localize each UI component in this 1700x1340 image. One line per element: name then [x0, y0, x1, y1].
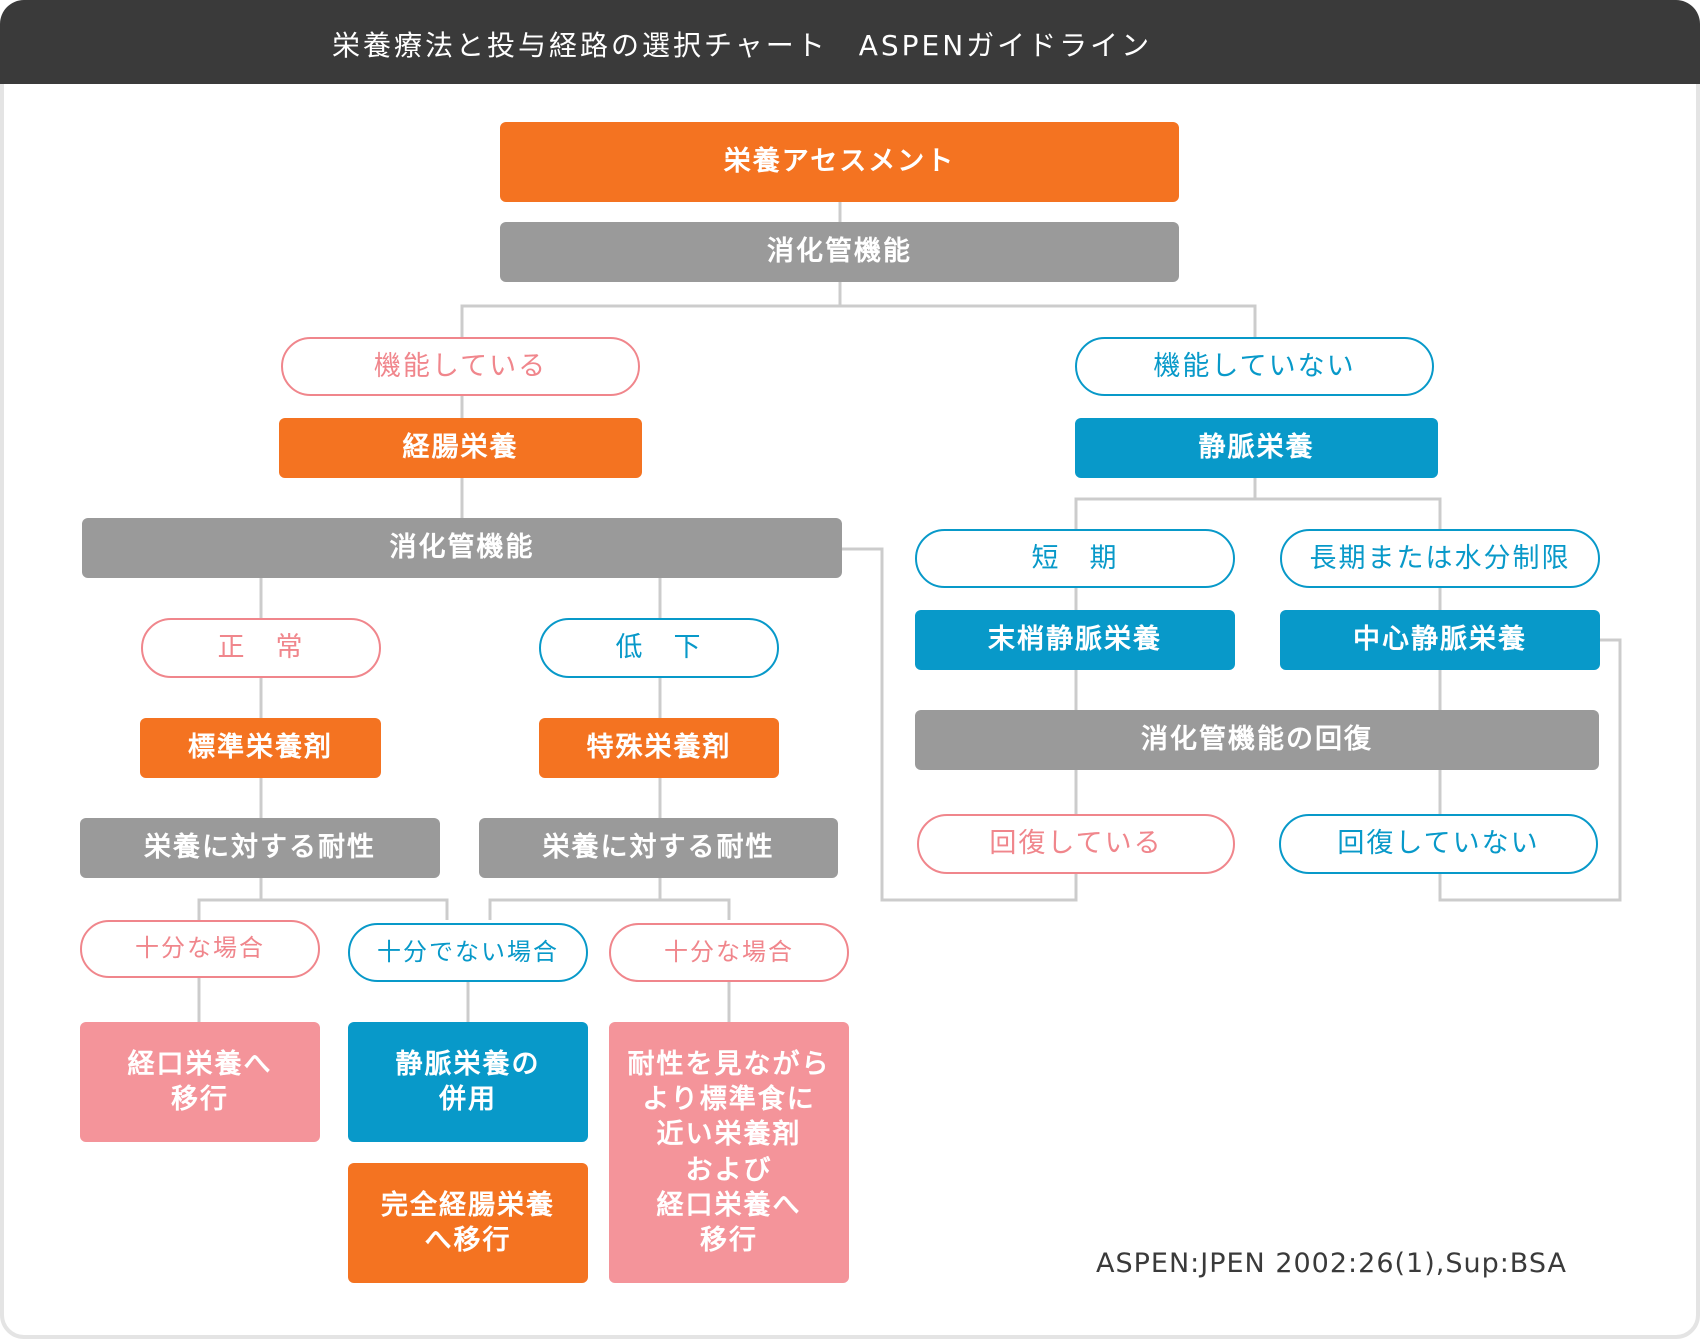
adequate-left-pill: 十分な場合: [80, 920, 320, 978]
advance-diet-box: 耐性を見ながら より標準食に 近い栄養剤 および 経口栄養へ 移行: [609, 1022, 849, 1283]
standard-formula-box: 標準栄養剤: [140, 718, 381, 778]
connector-tolerance-left-split2: [261, 898, 449, 920]
total-enteral-box: 完全経腸栄養へ移行: [348, 1163, 588, 1283]
nutrition-assessment-box: 栄養アセスメント: [500, 122, 1179, 202]
connector-parenteral-split: [1074, 478, 1257, 529]
reduced-pill: 低 下: [539, 618, 779, 678]
not-recovered-pill: 回復していない: [1279, 814, 1598, 874]
connector-parenteral-split2: [1255, 497, 1442, 529]
connector-gi-branch-right: [840, 304, 1257, 337]
normal-pill: 正 常: [141, 618, 381, 678]
adequate-right-pill: 十分な場合: [609, 923, 849, 982]
connector-gi-branch: [460, 282, 842, 337]
gi-function-mid-box: 消化管機能: [82, 518, 842, 578]
oral-transition-box: 経口栄養へ移行: [80, 1022, 320, 1142]
inadequate-pill: 十分でない場合: [348, 923, 588, 982]
recovered-pill: 回復している: [917, 814, 1235, 874]
gi-function-top-box: 消化管機能: [500, 222, 1179, 282]
source-citation: ASPEN:JPEN 2002:26(1),Sup:BSA: [1096, 1248, 1567, 1279]
combined-pn-box: 静脈栄養の併用: [348, 1022, 588, 1142]
not-functioning-pill: 機能していない: [1075, 337, 1434, 396]
tolerance-left-box: 栄養に対する耐性: [80, 818, 440, 878]
connector-central-side: [1438, 638, 1622, 902]
functioning-pill: 機能している: [281, 337, 640, 396]
tolerance-right-box: 栄養に対する耐性: [479, 818, 838, 878]
gi-recovery-box: 消化管機能の回復: [915, 710, 1599, 770]
long-term-pill: 長期または水分制限: [1280, 529, 1600, 588]
special-formula-box: 特殊栄養剤: [539, 718, 779, 778]
connector-tolerance-left-split: [197, 878, 263, 920]
central-pn-box: 中心静脈栄養: [1280, 610, 1600, 670]
connector-gi-side: [842, 547, 1078, 902]
connector-tolerance-right-split: [488, 878, 662, 920]
connector-tolerance-right-split2: [660, 898, 731, 920]
title-bar: 栄養療法と投与経路の選択チャート ASPENガイドライン: [0, 0, 1700, 84]
short-term-pill: 短 期: [915, 529, 1235, 588]
parenteral-nutrition-box: 静脈栄養: [1075, 418, 1438, 478]
peripheral-pn-box: 末梢静脈栄養: [915, 610, 1235, 670]
page-title: 栄養療法と投与経路の選択チャート ASPENガイドライン: [332, 29, 1153, 62]
enteral-nutrition-box: 経腸栄養: [279, 418, 642, 478]
